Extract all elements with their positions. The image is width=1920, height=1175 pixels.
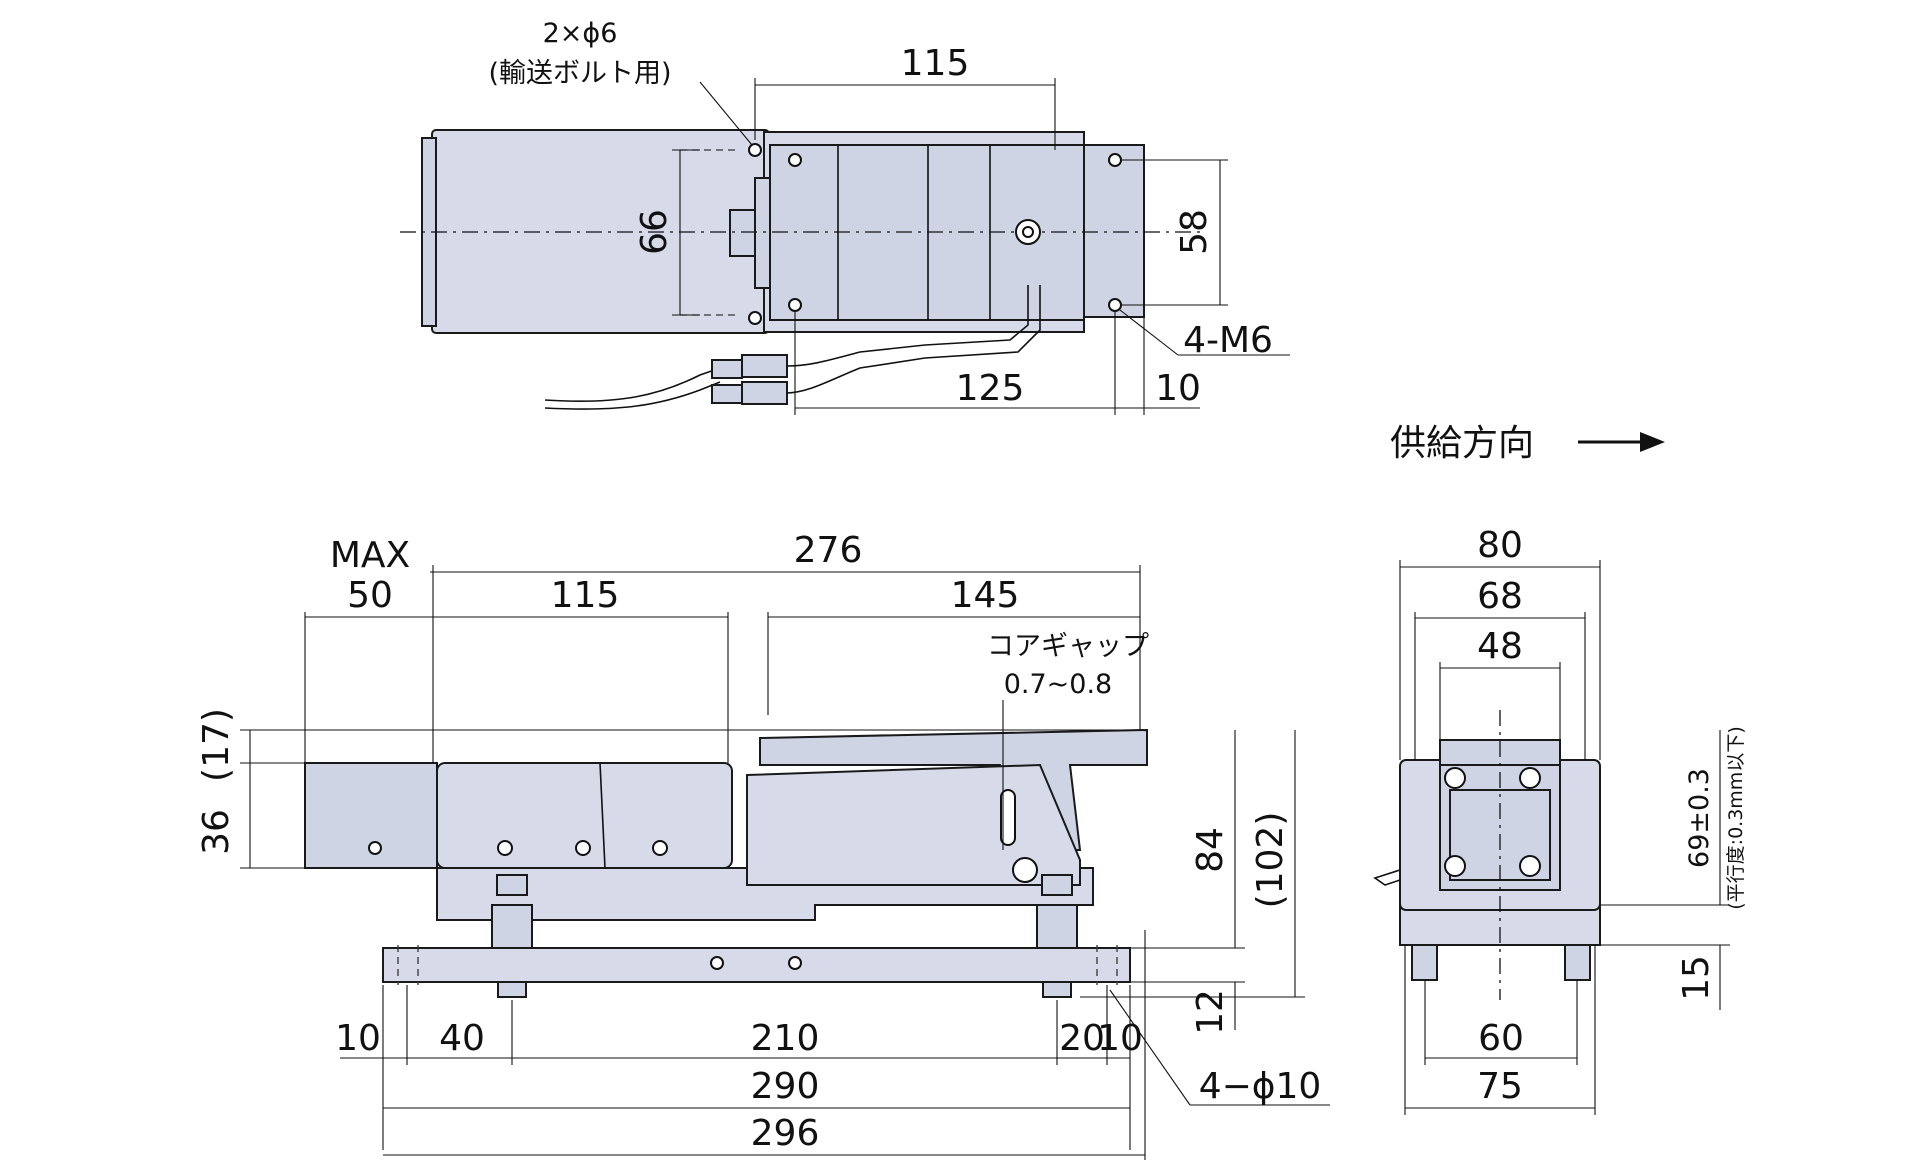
top-view-transport-hole bbox=[748, 311, 762, 325]
bolt-mark bbox=[652, 840, 668, 856]
transport-holes-note: (輸送ボルト用) bbox=[488, 58, 671, 89]
top-view-connector bbox=[711, 359, 743, 379]
side-bolt bbox=[1519, 767, 1541, 789]
top-view-cable bbox=[786, 285, 1029, 367]
dim-12: 12 bbox=[1190, 989, 1231, 1035]
base-hole-mark bbox=[788, 956, 802, 970]
dim-20: 20 bbox=[1059, 1018, 1105, 1059]
leader-line bbox=[1119, 309, 1179, 356]
leg-nut bbox=[1041, 874, 1073, 896]
dim-40: 40 bbox=[439, 1018, 485, 1059]
dim-10-top: 10 bbox=[1155, 368, 1201, 409]
base-plate bbox=[382, 947, 1131, 983]
dim-290: 290 bbox=[751, 1066, 820, 1107]
dim-66: 66 bbox=[634, 209, 675, 255]
feed-direction-arrow-head bbox=[1640, 432, 1665, 452]
core-gap-label: コアギャップ bbox=[987, 631, 1149, 662]
top-view-coupling-flange bbox=[754, 177, 771, 289]
top-view-cable bbox=[544, 381, 721, 410]
leg bbox=[1036, 904, 1078, 949]
core-gap-value: 0.7~0.8 bbox=[1004, 669, 1113, 700]
dim-68: 68 bbox=[1477, 576, 1523, 617]
leader-line bbox=[1109, 989, 1191, 1106]
top-view-connector bbox=[711, 384, 743, 404]
side-foot bbox=[1411, 944, 1438, 981]
top-view-center-bolt-inner bbox=[1022, 226, 1034, 238]
transport-holes-label: 2×ϕ6 bbox=[543, 18, 618, 49]
feed-direction: 供給方向 bbox=[1390, 423, 1665, 464]
through-holes-label: 4−ϕ10 bbox=[1199, 1066, 1322, 1107]
top-view-bolt-hole bbox=[788, 153, 802, 167]
bolt-mark bbox=[368, 841, 382, 855]
bolt-mark bbox=[497, 840, 513, 856]
leg-nut bbox=[496, 874, 528, 896]
max-value: 50 bbox=[347, 575, 393, 616]
dim-15: 15 bbox=[1676, 955, 1717, 1001]
top-view: 115 2×ϕ6 (輸送ボルト用) 66 58 4-M6 125 10 bbox=[400, 18, 1290, 415]
dim-69: 69±0.3 bbox=[1684, 768, 1715, 868]
side-foot bbox=[1564, 944, 1591, 981]
tapped-holes-label: 4-M6 bbox=[1183, 320, 1273, 361]
side-bolt bbox=[1444, 767, 1466, 789]
dim-10-bottom-right: 10 bbox=[1097, 1018, 1143, 1059]
side-view: 80 68 48 69±0.3 (平行度:0.3mm以下) 15 60 75 bbox=[1373, 525, 1747, 1115]
drive-unit bbox=[746, 763, 1081, 886]
side-cable bbox=[1373, 869, 1401, 886]
max-label: MAX bbox=[330, 535, 410, 576]
leg-bolt bbox=[1042, 981, 1072, 998]
top-view-cable bbox=[544, 367, 721, 403]
dim-58: 58 bbox=[1174, 209, 1215, 255]
core-bolt bbox=[1012, 857, 1038, 883]
top-view-bolt-hole bbox=[1108, 298, 1122, 312]
side-bolt bbox=[1519, 855, 1541, 877]
top-view-transport-hole bbox=[748, 143, 762, 157]
leg-bolt bbox=[497, 981, 527, 998]
flatness-note: (平行度:0.3mm以下) bbox=[1725, 726, 1747, 909]
leader-line bbox=[699, 81, 753, 146]
dim-84: 84 bbox=[1190, 827, 1231, 873]
top-view-connector bbox=[741, 381, 788, 405]
top-view-right-block bbox=[1083, 144, 1145, 318]
dim-210: 210 bbox=[751, 1018, 820, 1059]
top-view-connector bbox=[741, 354, 788, 378]
top-view-bolt-hole bbox=[788, 298, 802, 312]
front-view: 276 115 MAX 50 145 コアギャップ 0.7~0.8 36 (17… bbox=[196, 530, 1330, 1160]
dim-102: (102) bbox=[1250, 812, 1291, 909]
dim-36: 36 bbox=[196, 809, 237, 855]
dim-60: 60 bbox=[1478, 1018, 1524, 1059]
core-slot bbox=[1000, 789, 1016, 846]
dim-276: 276 bbox=[794, 530, 863, 571]
bolt-mark bbox=[575, 840, 591, 856]
dim-75: 75 bbox=[1477, 1066, 1523, 1107]
dim-115-front: 115 bbox=[551, 575, 620, 616]
dim-80: 80 bbox=[1477, 525, 1523, 566]
top-view-bolt-hole bbox=[1108, 153, 1122, 167]
side-bolt bbox=[1444, 855, 1466, 877]
housing-seam bbox=[599, 762, 606, 869]
base-hole-mark bbox=[710, 956, 724, 970]
dim-48: 48 bbox=[1477, 626, 1523, 667]
dim-296: 296 bbox=[751, 1113, 820, 1154]
dim-10-bottom-left: 10 bbox=[335, 1018, 381, 1059]
dim-115-top: 115 bbox=[901, 43, 970, 84]
dim-145: 145 bbox=[951, 575, 1020, 616]
dim-17: (17) bbox=[196, 708, 237, 782]
dim-125: 125 bbox=[956, 368, 1025, 409]
leg bbox=[491, 904, 533, 949]
top-view-cable bbox=[786, 285, 1041, 394]
feed-direction-label: 供給方向 bbox=[1390, 423, 1534, 464]
